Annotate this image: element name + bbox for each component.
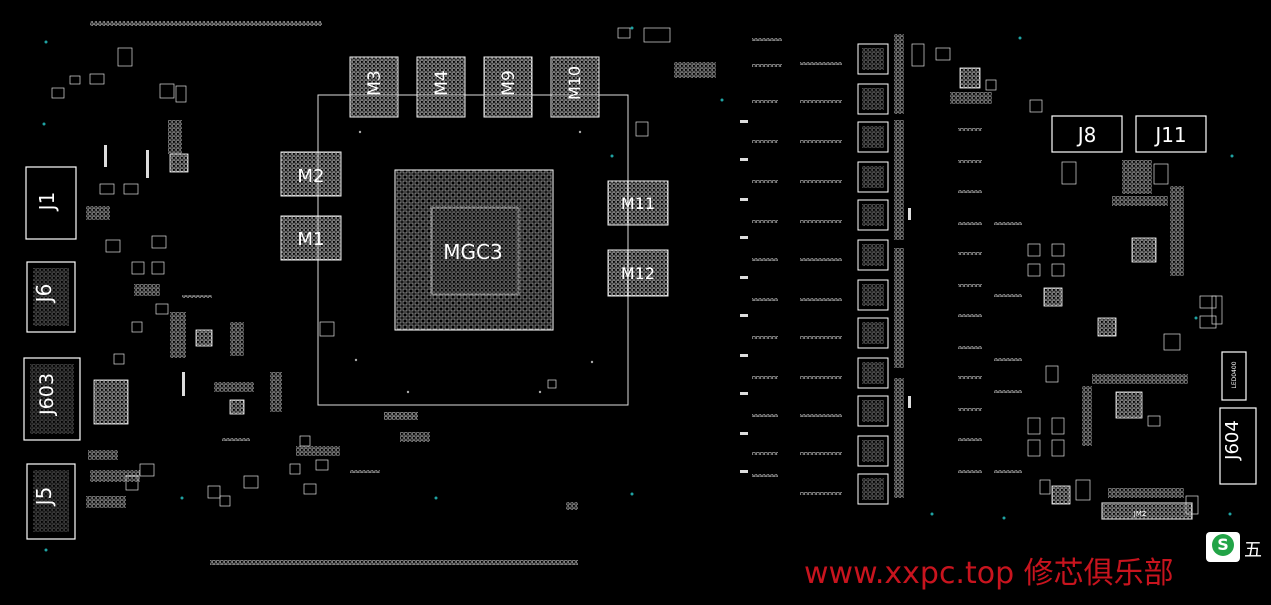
vrm-choke-pads [862, 48, 884, 500]
memory-chip-m10: M10 [550, 56, 600, 118]
j603-label: J603 [36, 373, 58, 416]
watermark-text: www.xxpc.top 修芯俱乐部 [804, 556, 1174, 591]
jm2-label: JM2 [1133, 510, 1147, 518]
m10-label: M10 [565, 66, 584, 100]
watermark-logo-glyph: S [1212, 534, 1234, 556]
m3-label: M3 [365, 70, 385, 95]
outline-marks [354, 130, 594, 394]
j6-label: J6 [32, 284, 56, 305]
right-connectors: J8 J11 J604 LED0400 JM2 [1051, 115, 1257, 520]
memory-chip-m11: M11 [607, 180, 669, 226]
j5-label: J5 [32, 487, 56, 508]
memory-chip-m1: M1 [280, 215, 342, 261]
connector-j6: J6 [26, 261, 76, 333]
smd-components [51, 27, 1223, 515]
m1-label: M1 [298, 229, 325, 250]
j1-label: J1 [35, 192, 59, 213]
connector-j1: J1 [25, 166, 77, 240]
test-points [42, 26, 1234, 552]
small-pads [104, 120, 911, 473]
m12-label: M12 [621, 264, 655, 283]
memory-chip-m9: M9 [483, 56, 533, 118]
pad-clusters [86, 34, 1188, 510]
connector-jm2: JM2 [1101, 502, 1193, 520]
gpu-label: MGC3 [443, 240, 502, 264]
memory-chip-m12: M12 [607, 249, 669, 297]
passive-strips [182, 38, 1022, 495]
connector-j8: J8 [1051, 115, 1123, 153]
controller-ics [93, 67, 1157, 505]
j11-label: J11 [1153, 123, 1186, 147]
m9-label: M9 [499, 70, 519, 95]
m4-label: M4 [432, 70, 452, 95]
memory-chip-m4: M4 [416, 56, 466, 118]
m11-label: M11 [621, 194, 655, 213]
memory-chip-m2: M2 [280, 151, 342, 197]
led-label: LED0400 [1231, 361, 1238, 388]
memory-chips: M3 M4 M9 M10 M2 M1 M11 M12 [280, 56, 669, 297]
connector-j11: J11 [1135, 115, 1207, 153]
connector-j603: J603 [23, 357, 81, 441]
memory-chip-m3: M3 [349, 56, 399, 118]
watermark-logo-icon: S [1206, 532, 1240, 562]
vrm-chokes [857, 43, 889, 505]
led-indicator: LED0400 [1221, 351, 1247, 401]
left-connectors: J1 J6 J603 J5 [23, 166, 81, 540]
connector-j5: J5 [26, 463, 76, 540]
watermark-char: 五 [1244, 540, 1262, 561]
edge-connector-bars [90, 21, 578, 565]
j604-label: J604 [1222, 420, 1243, 461]
j8-label: J8 [1076, 123, 1097, 147]
gpu-package: MGC3 [394, 169, 554, 331]
connector-j604: J604 [1219, 407, 1257, 485]
m2-label: M2 [298, 166, 325, 187]
